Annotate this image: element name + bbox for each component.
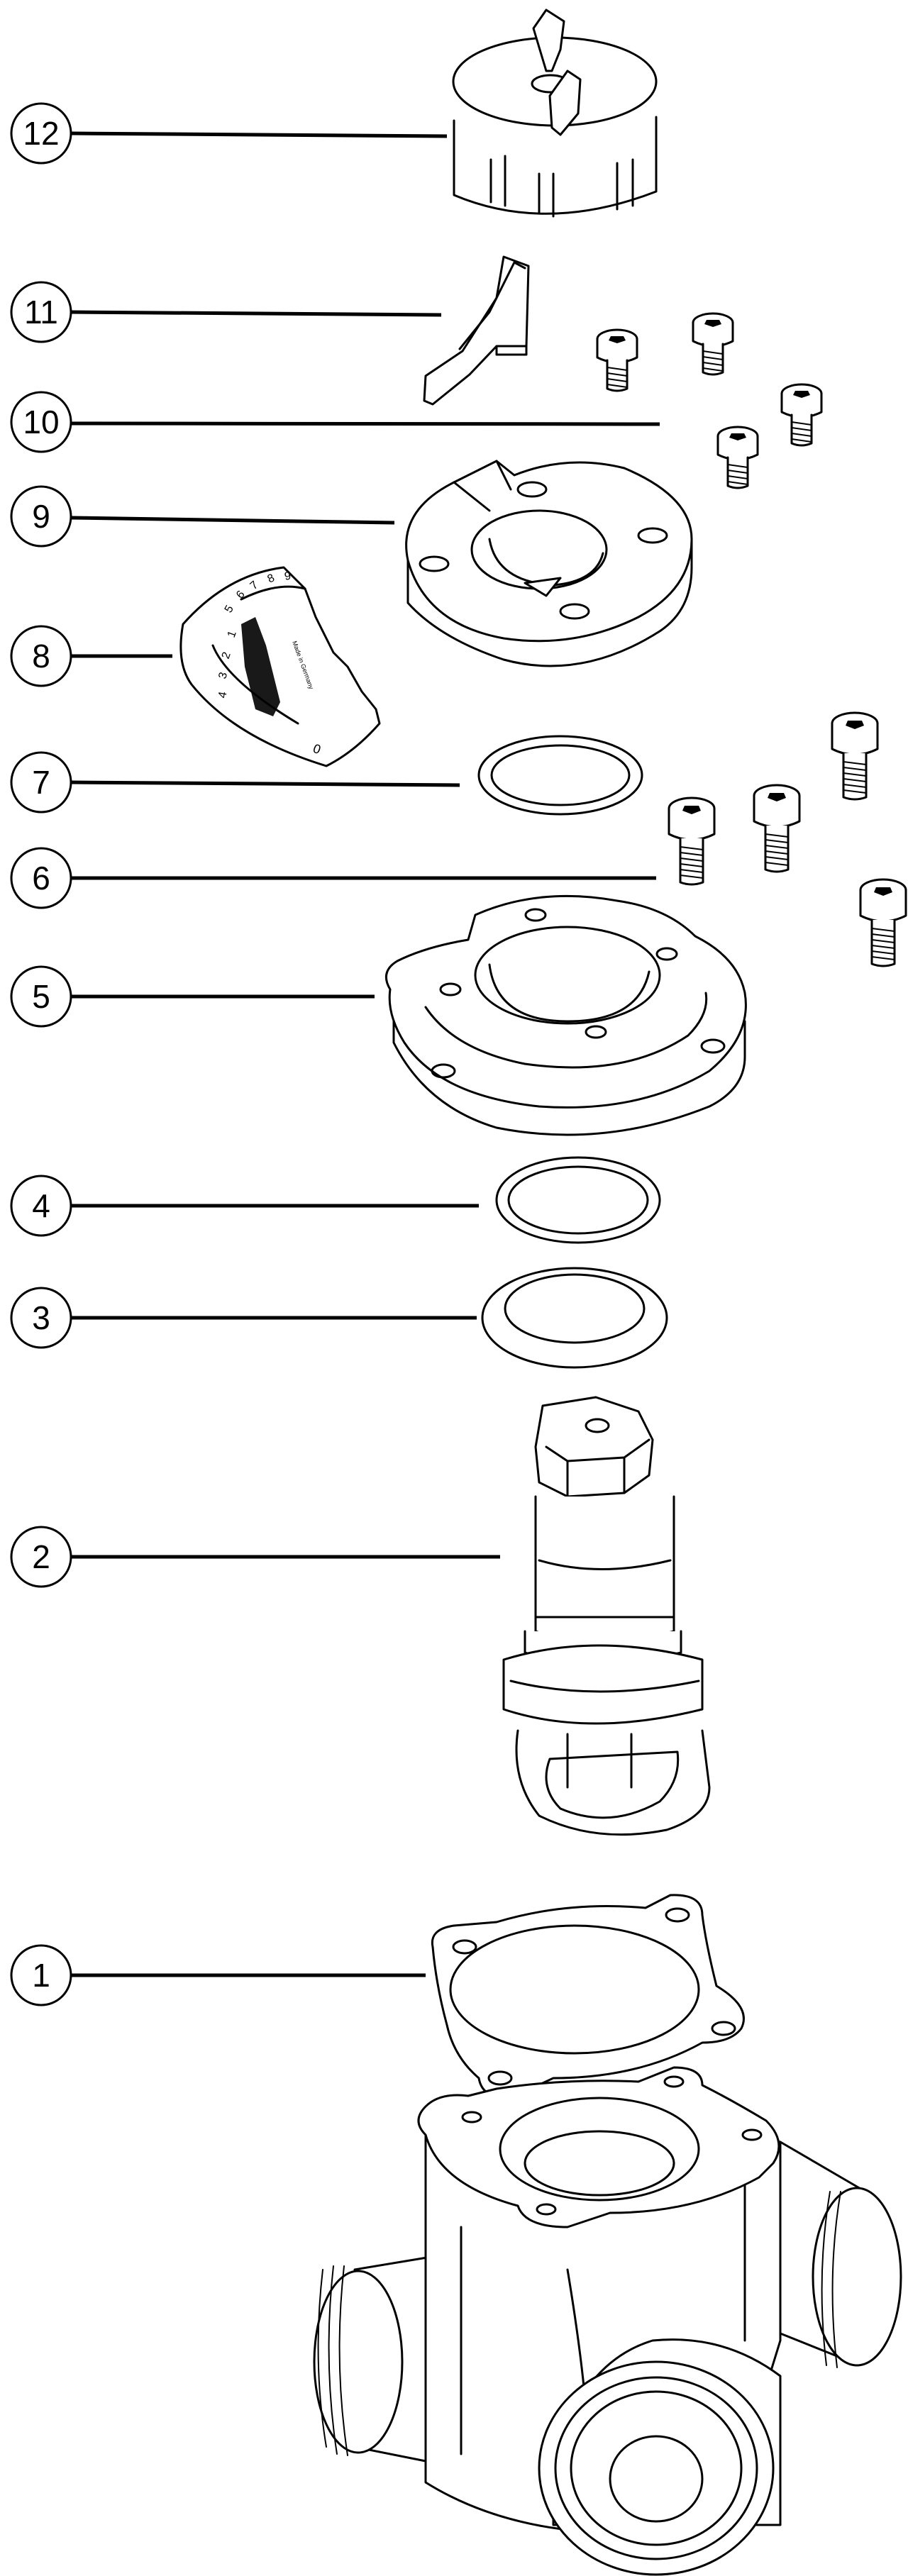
svg-text:9: 9 xyxy=(32,498,50,535)
part-6-screws xyxy=(668,711,907,967)
part-8-scale-plate: 1 2 3 4 5 6 7 8 9 0 Made in Germany xyxy=(179,566,381,767)
svg-text:7: 7 xyxy=(32,764,50,801)
svg-text:3: 3 xyxy=(216,671,230,680)
callout-10: 10 xyxy=(10,391,660,453)
part-4-o-ring xyxy=(495,1156,661,1244)
part-2-spindle xyxy=(502,1396,711,1836)
callout-6: 6 xyxy=(10,847,656,909)
callout-11: 11 xyxy=(10,281,442,343)
svg-text:3: 3 xyxy=(32,1299,50,1336)
callout-4: 4 xyxy=(10,1175,479,1237)
svg-text:5: 5 xyxy=(32,978,50,1015)
callout-8: 8 xyxy=(10,625,172,687)
callout-7: 7 xyxy=(10,751,460,814)
svg-text:6: 6 xyxy=(32,860,50,896)
part-10-screws xyxy=(596,312,823,489)
svg-text:12: 12 xyxy=(23,115,59,152)
valve-body xyxy=(313,2066,902,2576)
svg-text:10: 10 xyxy=(23,404,59,440)
part-1-gasket xyxy=(431,1894,745,2099)
svg-text:11: 11 xyxy=(24,294,58,331)
part-9-flange xyxy=(405,460,693,667)
callout-12: 12 xyxy=(10,102,448,165)
part-3-gasket-ring xyxy=(481,1267,668,1369)
svg-text:2: 2 xyxy=(32,1538,50,1575)
callout-2: 2 xyxy=(10,1526,500,1588)
callout-3: 3 xyxy=(10,1287,477,1349)
svg-text:9: 9 xyxy=(284,570,292,583)
svg-text:4: 4 xyxy=(216,691,229,699)
svg-text:1: 1 xyxy=(32,1957,50,1994)
svg-text:8: 8 xyxy=(32,638,50,674)
svg-text:4: 4 xyxy=(32,1187,50,1224)
part-11-pointer xyxy=(423,255,530,406)
part-12-handle-knob xyxy=(452,9,658,218)
part-5-bonnet xyxy=(384,894,747,1136)
part-7-o-ring xyxy=(477,735,643,816)
callout-9: 9 xyxy=(10,485,395,548)
callout-5: 5 xyxy=(10,965,375,1028)
callout-1: 1 xyxy=(10,1944,426,2006)
